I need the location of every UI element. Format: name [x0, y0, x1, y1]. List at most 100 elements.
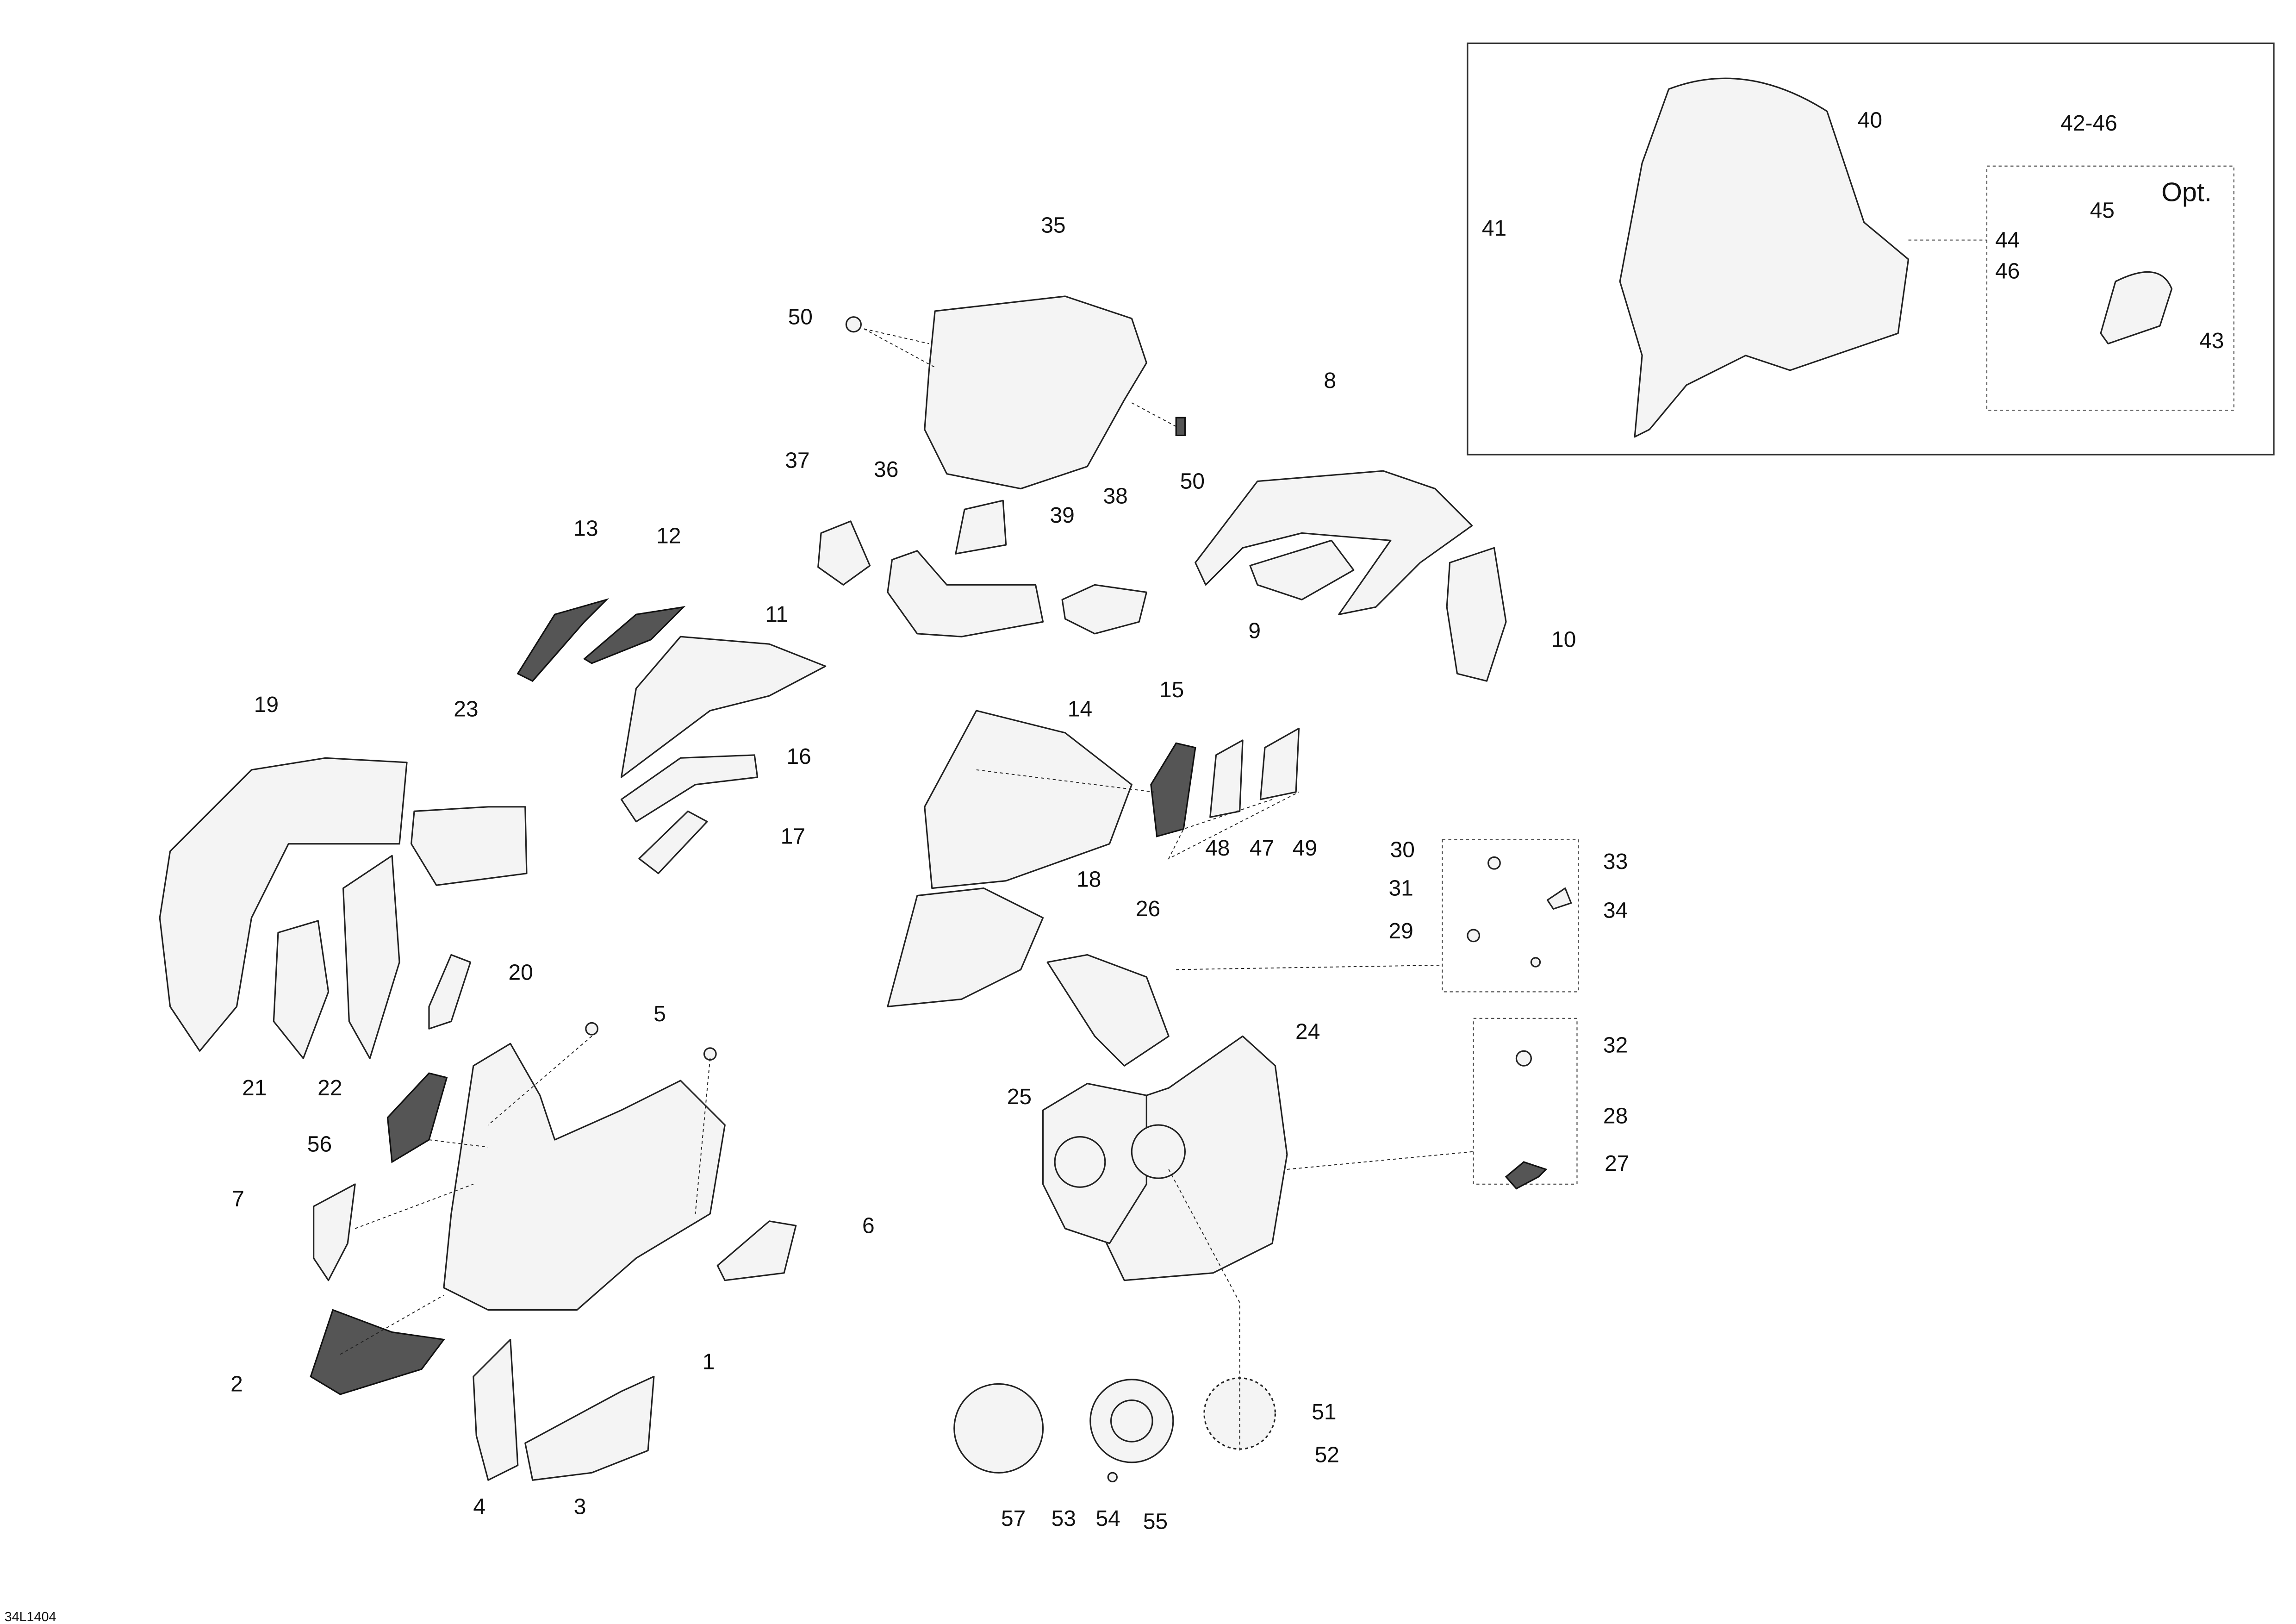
callout-label: 42-46 [2060, 111, 2117, 136]
callout-label: 47 [1250, 836, 1274, 861]
callout-label: 36 [874, 457, 898, 482]
part-washer-54 [1107, 1472, 1118, 1483]
part-spring [1175, 417, 1186, 437]
part-grommet [845, 316, 862, 333]
part-rivet-5 [703, 1047, 717, 1061]
callout-label: 53 [1052, 1506, 1076, 1531]
callout-label: 22 [317, 1076, 342, 1100]
callout-label: 35 [1041, 213, 1065, 237]
part-front-fascia-1 [443, 1043, 726, 1311]
part-side-panel-19 [159, 757, 408, 1052]
part-speaker-57 [953, 1383, 1044, 1474]
part-grille-2 [310, 1309, 445, 1395]
callout-label: 28 [1603, 1104, 1628, 1129]
callout-label: 24 [1295, 1020, 1320, 1044]
callout-label: 6 [862, 1213, 875, 1238]
assembly-line [340, 239, 1987, 1451]
part-trim-4 [473, 1338, 519, 1481]
callout-label: 37 [785, 449, 809, 473]
callout-label: 50 [788, 305, 813, 330]
part-clip-33 [1546, 887, 1572, 910]
callout-label: 57 [1001, 1506, 1026, 1531]
callout-label: 3 [574, 1495, 586, 1519]
callout-label: 14 [1068, 697, 1092, 722]
callout-label: 13 [573, 517, 598, 541]
optional-kit-frame [1986, 165, 2234, 411]
part-mesh-15 [1150, 742, 1196, 837]
callout-label: 1 [703, 1349, 715, 1374]
part-speaker-cone [1110, 1399, 1153, 1443]
callout-label: 56 [307, 1132, 332, 1156]
part-headlight-housing [924, 295, 1147, 490]
callout-label: 7 [232, 1187, 244, 1212]
part-cover-38 [1061, 584, 1147, 635]
callout-label: 33 [1603, 849, 1628, 874]
callout-label: 2 [230, 1372, 243, 1396]
callout-label: 16 [786, 744, 811, 769]
part-speaker-opening [1054, 1136, 1106, 1188]
part-screw-34 [1530, 957, 1541, 968]
part-foam-23 [411, 806, 528, 886]
callout-label: 17 [781, 824, 805, 849]
callout-label: 46 [1995, 259, 2020, 284]
part-upper-bezel-11 [620, 636, 827, 778]
callout-label: 26 [1136, 897, 1160, 921]
part-cover-37 [817, 520, 871, 586]
callout-label: 11 [765, 602, 788, 627]
callout-label: 23 [454, 697, 478, 722]
part-lower-cover-14 [924, 710, 1132, 889]
part-trim-16 [620, 754, 759, 823]
callout-label: 50 [1180, 469, 1205, 493]
hardware-group-frame [1442, 839, 1579, 993]
callout-label: 34 [1603, 898, 1628, 923]
callout-label: 39 [1050, 503, 1074, 528]
callout-label: 40 [1858, 108, 1882, 132]
callout-label: 49 [1293, 836, 1317, 861]
callout-label: 45 [2090, 198, 2115, 223]
diagram-code: 34L1404 [5, 1610, 56, 1624]
part-mesh-12 [583, 606, 686, 664]
callout-label: 10 [1551, 627, 1576, 652]
callout-label: 52 [1315, 1443, 1339, 1468]
part-plate-48 [1209, 739, 1244, 818]
callout-label: 38 [1103, 484, 1128, 508]
callout-label: 15 [1159, 678, 1184, 702]
callout-label: 44 [1995, 228, 2020, 252]
part-bracket-7 [313, 1183, 356, 1281]
callout-label: 4 [473, 1495, 485, 1519]
part-panel-22 [342, 855, 400, 1059]
hardware-group-frame [1473, 1018, 1578, 1185]
callout-label: 19 [254, 693, 279, 717]
callout-label: 32 [1603, 1033, 1628, 1057]
callout-label: 12 [656, 524, 681, 549]
part-bracket-9 [1249, 539, 1355, 600]
callout-label: 20 [509, 961, 533, 985]
callout-label: 30 [1390, 837, 1415, 862]
part-mirror [2100, 271, 2173, 344]
part-upper-panel [1195, 470, 1473, 615]
part-deflector-26 [1046, 954, 1170, 1067]
callout-label: 25 [1007, 1085, 1032, 1109]
part-screw-30 [1487, 856, 1501, 870]
callout-label: 48 [1205, 836, 1230, 861]
part-vent-6 [716, 1220, 797, 1281]
part-grille-56 [386, 1072, 448, 1163]
part-side-cover-10 [1446, 547, 1507, 682]
parts-drawings [159, 42, 2275, 1483]
callout-label: 55 [1143, 1510, 1168, 1534]
windshield-inset-frame [1467, 42, 2275, 456]
part-foam-17 [638, 810, 708, 874]
part-windshield [1619, 77, 1910, 438]
callout-label: 31 [1388, 876, 1413, 900]
part-mesh-13 [516, 598, 610, 682]
callout-label: 54 [1096, 1506, 1120, 1531]
callout-label: 51 [1312, 1400, 1336, 1424]
optional-label: Opt. [2161, 178, 2212, 207]
callout-label: 43 [2199, 329, 2224, 353]
callout-label: 29 [1388, 919, 1413, 943]
part-plate-47 [1259, 727, 1300, 800]
part-rivet-5 [585, 1022, 598, 1036]
part-foam-39 [955, 500, 1007, 555]
part-trim-3 [524, 1375, 655, 1481]
